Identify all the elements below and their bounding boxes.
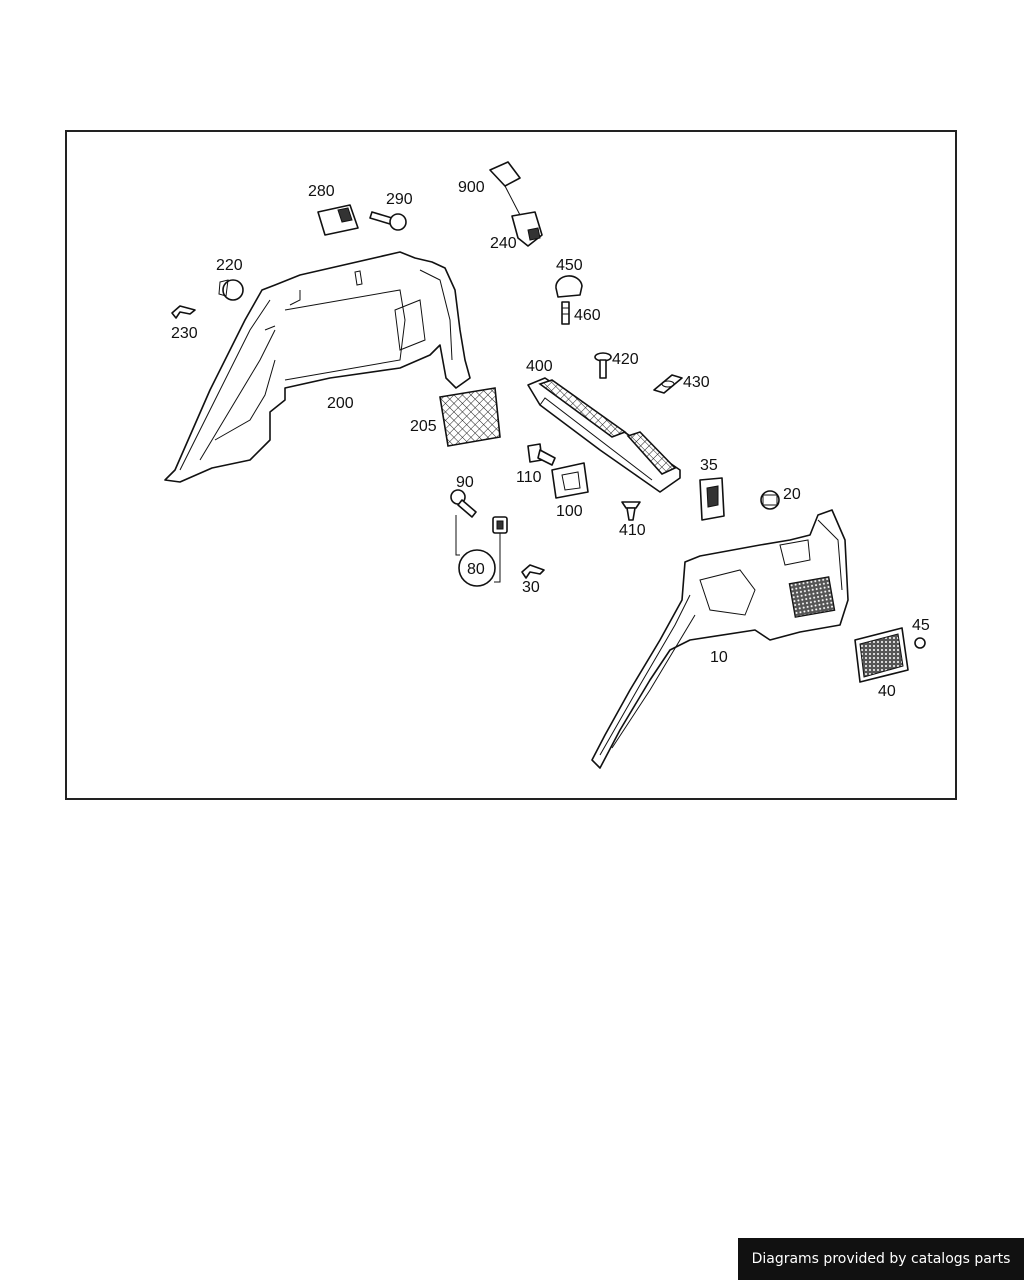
callout-220: 220: [216, 257, 243, 274]
part-40-grille: [854, 627, 909, 683]
part-10-right-side-panel: [591, 509, 849, 769]
part-410-clip: [621, 501, 641, 521]
part-280-bracket: [317, 204, 359, 236]
callout-900: 900: [458, 179, 485, 196]
part-200-left-side-panel: [164, 251, 471, 483]
callout-80: 80: [467, 561, 485, 578]
callout-420: 420: [612, 351, 639, 368]
callout-30: 30: [522, 579, 540, 596]
callout-400: 400: [526, 358, 553, 375]
callout-40: 40: [878, 683, 896, 700]
part-45-nut: [914, 637, 926, 649]
part-100-bracket: [551, 462, 589, 499]
part-80-nut: [492, 516, 508, 534]
part-290-screw: [369, 211, 407, 231]
callout-10: 10: [710, 649, 728, 666]
callout-290: 290: [386, 191, 413, 208]
callout-110: 110: [516, 469, 542, 486]
callout-100: 100: [556, 503, 583, 520]
part-400-sill-panel: [527, 377, 681, 493]
callout-20: 20: [783, 486, 801, 503]
callout-80-group: [455, 515, 501, 587]
callout-460: 460: [574, 307, 601, 324]
callout-200: 200: [327, 395, 354, 412]
part-110-screw: [527, 443, 556, 466]
callout-410: 410: [619, 522, 646, 539]
callout-240: 240: [490, 235, 517, 252]
part-30-clip: [521, 564, 545, 579]
part-35-hook: [699, 477, 725, 521]
callout-45: 45: [912, 617, 930, 634]
callout-430: 430: [683, 374, 710, 391]
part-205-net: [439, 387, 501, 447]
part-220-clip: [218, 279, 244, 301]
callout-230: 230: [171, 325, 198, 342]
callout-205: 205: [410, 418, 437, 435]
callout-35: 35: [700, 457, 718, 474]
part-240-clip: [504, 185, 543, 247]
part-420-screw: [594, 352, 612, 379]
callout-450: 450: [556, 257, 583, 274]
part-90-screw: [450, 489, 477, 518]
part-230-clip: [171, 305, 196, 319]
part-450-cover: [555, 275, 583, 298]
callout-90: 90: [456, 474, 474, 491]
part-430-grommet: [653, 374, 683, 394]
footer-banner: Diagrams provided by catalogs parts: [738, 1238, 1024, 1280]
part-20-clip: [760, 490, 780, 510]
callout-280: 280: [308, 183, 335, 200]
part-900-label: [489, 161, 521, 187]
part-460-screw: [561, 301, 570, 325]
